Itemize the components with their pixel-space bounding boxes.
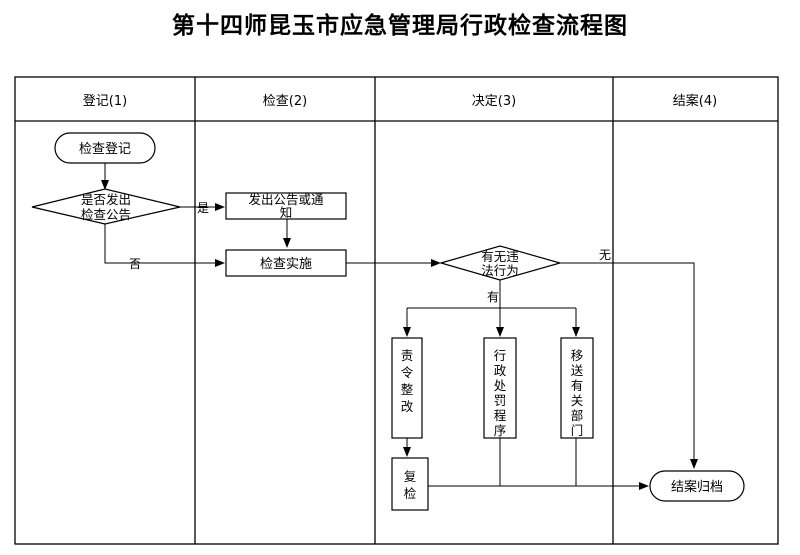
edge-label-yes: 是	[197, 201, 209, 215]
node-transfer-char: 移	[571, 348, 584, 363]
node-transfer	[560, 337, 594, 439]
swimlane-grid	[14, 76, 779, 545]
node-decision-notice	[31, 188, 181, 225]
edge-decision-none	[560, 262, 698, 469]
node-recheck	[391, 457, 429, 511]
connectors	[101, 163, 698, 490]
node-start	[54, 132, 156, 164]
node-penalty-char: 处	[494, 378, 507, 393]
lane-header-decide: 决定(3)	[472, 94, 516, 109]
node-rectify-char: 责	[401, 348, 414, 363]
node-decision-violation-line1: 有无违	[481, 249, 519, 264]
node-penalty-char: 罚	[494, 393, 507, 408]
node-inspection-label: 检查实施	[260, 257, 312, 272]
edge-label-no: 否	[129, 257, 141, 271]
node-rectify-char: 整	[401, 382, 414, 397]
edge-label-has: 有	[487, 290, 499, 304]
node-penalty	[483, 337, 517, 439]
node-penalty-char: 序	[494, 423, 507, 438]
node-transfer-char: 门	[571, 423, 584, 438]
node-decision-violation	[438, 245, 563, 281]
node-penalty-char: 程	[494, 408, 507, 423]
node-recheck-char: 复	[404, 469, 417, 484]
node-rectify-char: 令	[401, 365, 414, 380]
lane-header-register: 登记(1)	[83, 94, 127, 109]
node-rectify-char: 改	[401, 399, 414, 414]
node-transfer-char: 送	[571, 363, 584, 378]
node-close	[649, 470, 745, 502]
node-close-label: 结案归档	[671, 480, 723, 495]
node-penalty-char: 政	[494, 363, 507, 378]
page-title: 第十四师昆玉市应急管理局行政检查流程图	[172, 12, 628, 39]
lane-header-close: 结案(4)	[673, 94, 717, 109]
node-decision-notice-line2: 检查公告	[81, 207, 131, 222]
lane-header-inspect: 检查(2)	[263, 94, 307, 109]
node-transfer-char: 部	[571, 408, 584, 423]
node-penalty-char: 行	[494, 348, 507, 363]
node-decision-notice-line1: 是否发出	[81, 192, 131, 207]
node-transfer-char: 有	[571, 378, 584, 393]
node-start-label: 检查登记	[79, 142, 131, 157]
node-rectify	[391, 337, 423, 439]
node-inspection	[225, 249, 347, 277]
edge-label-none: 无	[599, 248, 611, 262]
node-recheck-char: 检	[404, 486, 417, 501]
node-transfer-char: 关	[571, 393, 584, 408]
edge-decision-no	[104, 224, 225, 267]
node-issue-notice-line1: 发出公告或通	[248, 192, 324, 207]
node-issue-notice-line2: 知	[280, 205, 293, 220]
node-issue-notice	[225, 192, 347, 220]
node-decision-violation-line2: 法行为	[481, 263, 519, 278]
